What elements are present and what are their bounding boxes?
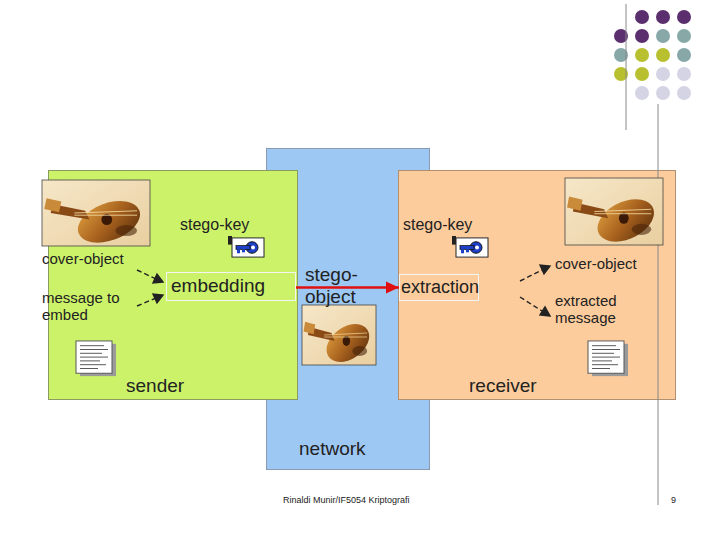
key-label: stego-key <box>403 216 493 234</box>
key-icon <box>452 236 488 257</box>
page-number: 9 <box>671 495 691 505</box>
node-text: embedding <box>171 276 265 297</box>
process-box: embedding <box>166 272 296 301</box>
object-label: cover-object <box>42 250 142 267</box>
process-box: extraction <box>399 274 479 301</box>
document-icon <box>588 341 628 376</box>
image-frame <box>42 180 150 246</box>
node-text: network <box>299 439 366 460</box>
dot-grid <box>614 10 691 100</box>
footer-text: Rinaldi Munir/IF5054 Kriptografi <box>283 495 483 505</box>
key-icon <box>228 236 264 257</box>
cover-image <box>42 180 150 251</box>
document-icon <box>76 341 116 376</box>
cover-image <box>565 178 663 250</box>
stego-image <box>302 305 376 369</box>
object-label: message to embed <box>42 289 134 324</box>
sender-panel: sender embedding <box>48 170 298 400</box>
arrow-head <box>386 282 399 294</box>
rule-line <box>658 104 659 505</box>
rule-line <box>626 4 627 130</box>
edge-label: stego-object <box>305 264 367 308</box>
image-frame <box>302 305 376 365</box>
object-label: extracted message <box>555 292 627 327</box>
receiver-panel: receiver extraction <box>398 170 676 400</box>
object-label: cover-object <box>555 255 655 272</box>
node-text: receiver <box>469 376 537 397</box>
node-text: extraction <box>401 278 479 298</box>
image-frame <box>565 178 663 245</box>
node-text: sender <box>126 376 184 397</box>
key-label: stego-key <box>180 216 270 234</box>
